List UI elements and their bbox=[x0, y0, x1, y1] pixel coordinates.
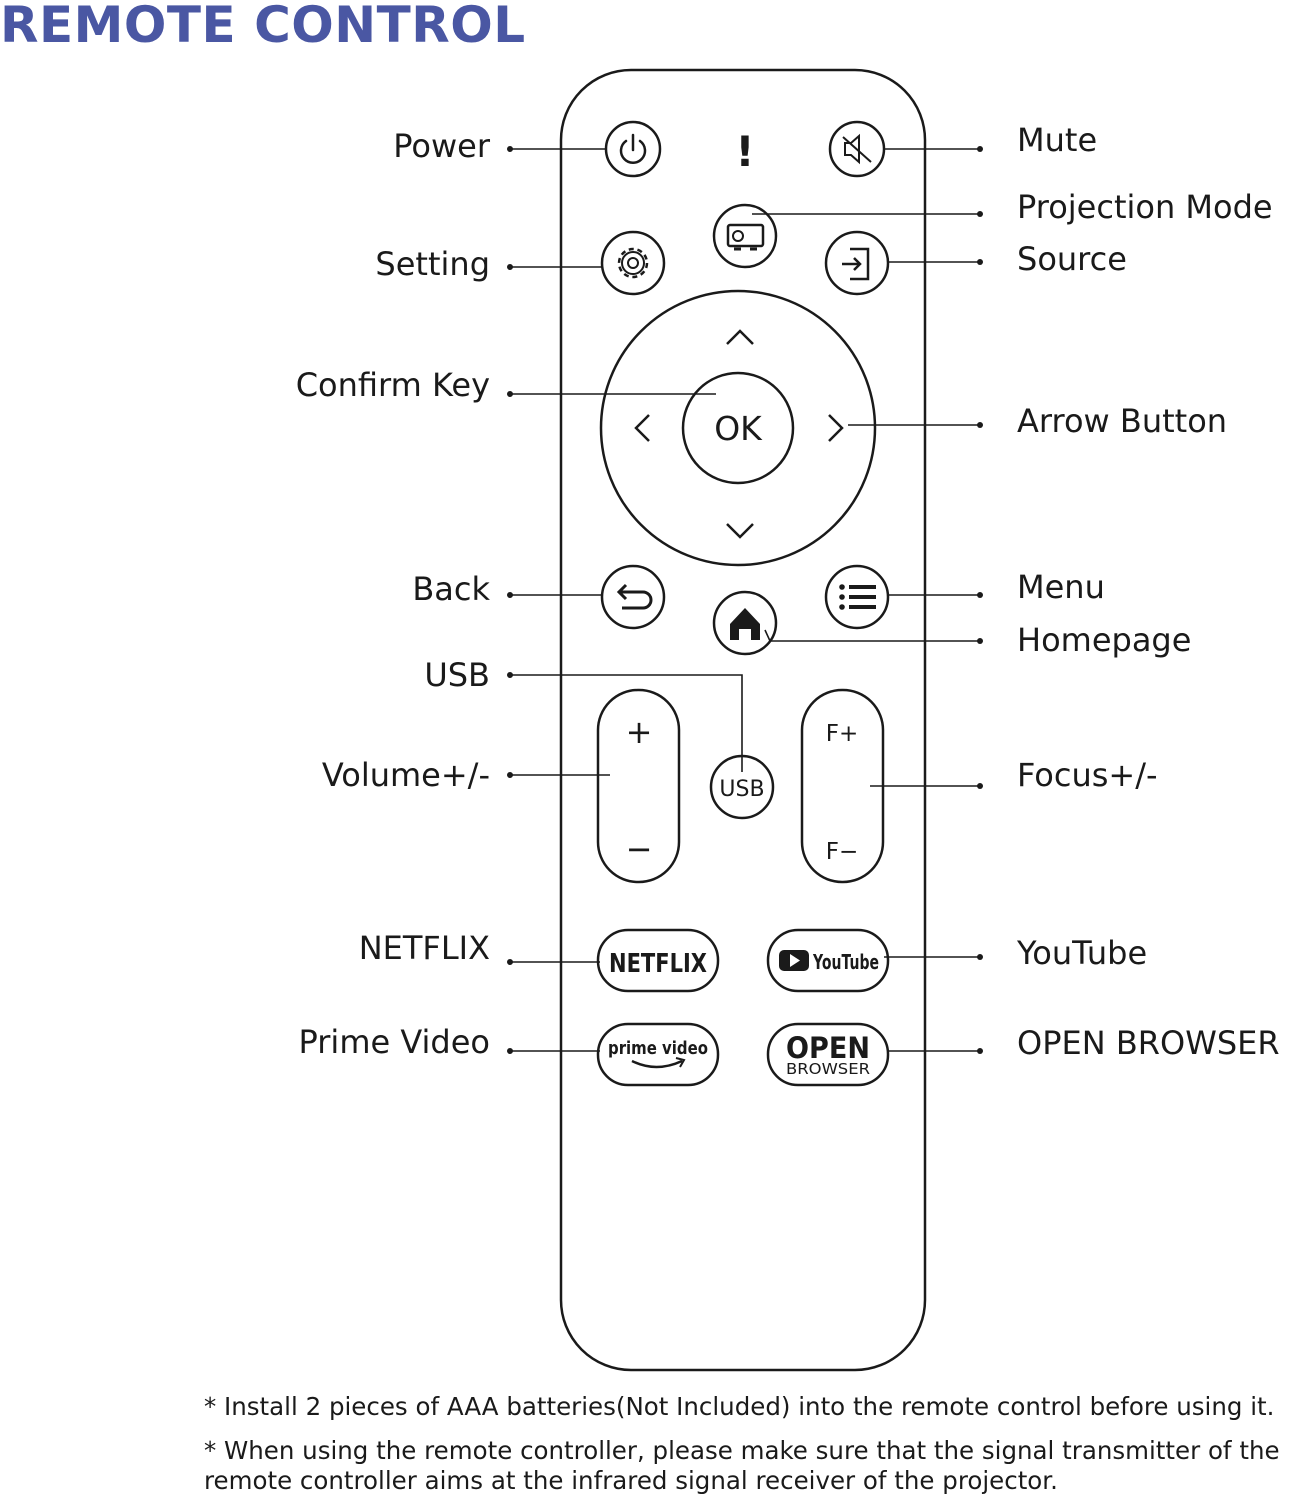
focus-up-button[interactable]: F+ bbox=[826, 721, 859, 747]
prime-video-logo: prime video bbox=[608, 1038, 708, 1059]
label-arrow-button: Arrow Button bbox=[1017, 402, 1227, 440]
battery-note: * Install 2 pieces of AAA batteries(Not … bbox=[204, 1392, 1275, 1421]
label-setting: Setting bbox=[375, 245, 490, 283]
amazon-smile-icon bbox=[631, 1057, 686, 1069]
open-browser-button[interactable]: OPEN BROWSER bbox=[766, 1022, 890, 1087]
source-input-icon bbox=[842, 247, 870, 281]
power-icon bbox=[619, 133, 647, 164]
remote-control-diagram: REMOTE CONTROL ! bbox=[0, 0, 1280, 1372]
back-button[interactable] bbox=[600, 564, 666, 630]
projector-icon bbox=[726, 223, 765, 251]
arrow-up-button[interactable] bbox=[726, 329, 754, 345]
label-back: Back bbox=[412, 570, 490, 608]
label-usb: USB bbox=[424, 656, 490, 694]
arrow-left-button[interactable] bbox=[634, 414, 650, 442]
youtube-play-icon bbox=[779, 950, 809, 971]
youtube-button[interactable]: YouTube bbox=[766, 928, 890, 993]
label-open-browser: OPEN BROWSER bbox=[1017, 1024, 1280, 1062]
page-title: REMOTE CONTROL bbox=[0, 0, 526, 54]
label-power: Power bbox=[393, 127, 491, 165]
usb-button-label: USB bbox=[719, 777, 764, 802]
label-prime-video: Prime Video bbox=[299, 1023, 490, 1061]
ok-label: OK bbox=[714, 409, 763, 448]
label-menu: Menu bbox=[1017, 568, 1105, 606]
mute-button[interactable] bbox=[828, 120, 886, 178]
leader-lines bbox=[510, 148, 980, 1052]
volume-up-button[interactable]: + bbox=[626, 713, 653, 751]
label-volume: Volume+/- bbox=[322, 756, 490, 794]
signal-note-line-1: * When using the remote controller, plea… bbox=[204, 1436, 1280, 1465]
projection-mode-button[interactable] bbox=[712, 203, 778, 269]
label-mute: Mute bbox=[1017, 121, 1097, 159]
home-button[interactable] bbox=[712, 590, 778, 656]
label-homepage: Homepage bbox=[1017, 621, 1191, 659]
leader-dots bbox=[507, 146, 983, 1054]
back-arrow-icon bbox=[616, 583, 653, 610]
source-button[interactable] bbox=[824, 230, 890, 296]
remote-body bbox=[559, 68, 927, 1372]
label-projection-mode: Projection Mode bbox=[1017, 188, 1273, 226]
power-button[interactable] bbox=[604, 120, 662, 178]
open-logo-text: OPEN bbox=[786, 1031, 870, 1065]
gear-icon bbox=[617, 247, 649, 279]
volume-rocker: + − bbox=[596, 688, 681, 884]
setting-button[interactable] bbox=[600, 230, 666, 296]
label-source: Source bbox=[1017, 240, 1127, 278]
volume-down-button[interactable]: − bbox=[626, 830, 653, 868]
home-icon bbox=[730, 608, 760, 640]
label-confirm-key: Confirm Key bbox=[296, 366, 490, 404]
label-youtube: YouTube bbox=[1016, 934, 1147, 972]
prime-video-button[interactable]: prime video bbox=[596, 1022, 720, 1087]
mute-icon bbox=[842, 133, 872, 165]
menu-button[interactable] bbox=[824, 564, 890, 630]
youtube-logo-text: YouTube bbox=[812, 950, 879, 974]
ok-button[interactable]: OK bbox=[681, 371, 795, 485]
netflix-logo: NETFLIX bbox=[609, 949, 707, 979]
netflix-button[interactable]: NETFLIX bbox=[596, 928, 720, 993]
arrow-down-button[interactable] bbox=[726, 523, 754, 539]
indicator-light: ! bbox=[735, 127, 754, 176]
arrow-pad bbox=[599, 289, 877, 567]
label-netflix: NETFLIX bbox=[359, 929, 490, 967]
menu-list-icon bbox=[839, 584, 876, 610]
signal-note-line-2: remote controller aims at the infrared s… bbox=[204, 1466, 1058, 1495]
focus-down-button[interactable]: F− bbox=[826, 839, 859, 865]
browser-logo-text: BROWSER bbox=[786, 1060, 870, 1078]
label-focus: Focus+/- bbox=[1017, 756, 1158, 794]
arrow-right-button[interactable] bbox=[828, 414, 844, 442]
